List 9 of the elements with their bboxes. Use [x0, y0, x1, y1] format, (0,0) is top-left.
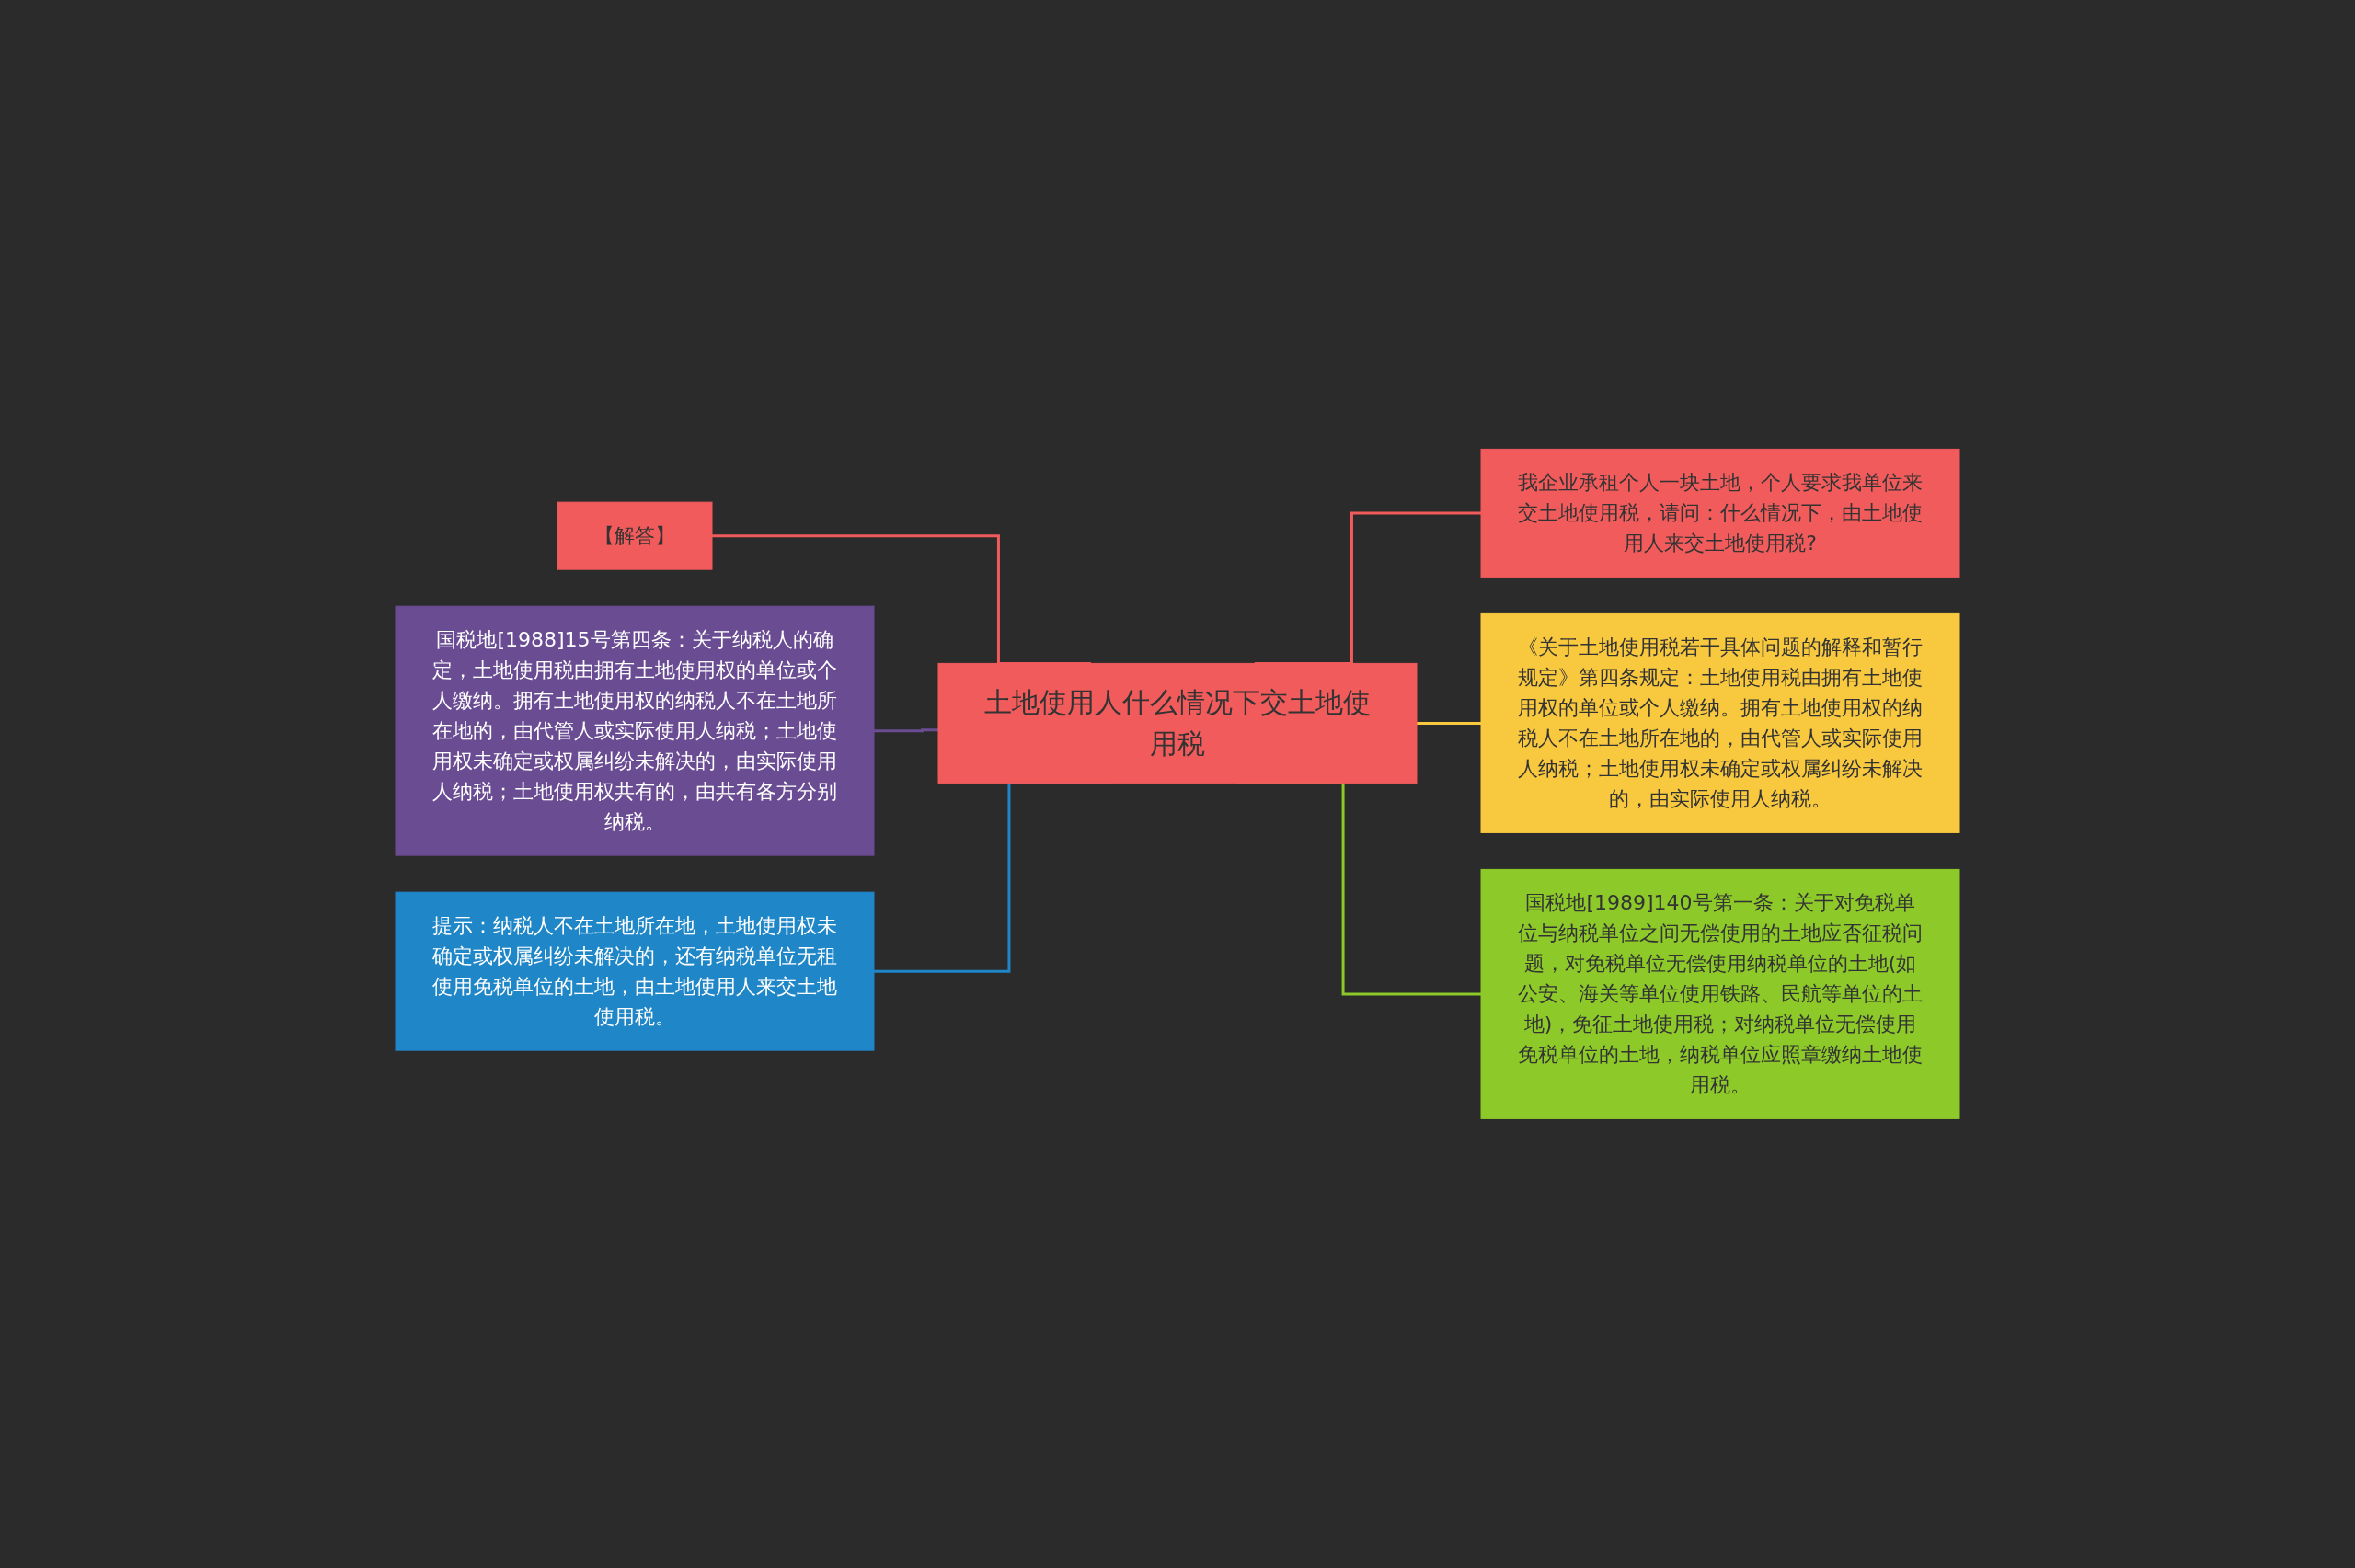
connector [1417, 722, 1481, 725]
node-box: 国税地[1989]140号第一条：关于对免税单位与纳税单位之间无偿使用的土地应否征税问题，对免税单位无偿使用纳税单位的土地(如公安、海关等单位使用铁路、民航等单位的土地)，免征土地使用税；对纳税单位无偿使用免税单位的土地，纳税单位应照章缴纳土地使用税。 [1480, 869, 1960, 1119]
node-box: 提示：纳税人不在土地所在地，土地使用权未确定或权属纠纷未解决的，还有纳税单位无租使用免税单位的土地，由土地使用人来交土地使用税。 [395, 891, 875, 1051]
node-box: 《关于土地使用税若干具体问题的解释和暂行规定》第四条规定：土地使用税由拥有土地使用权的单位或个人缴纳。拥有土地使用权的纳税人不在土地所在地的，由代管人或实际使用人纳税；土地使用权未确定或权属纠纷未解决的，由实际使用人纳税。 [1480, 613, 1960, 833]
node-box: 国税地[1988]15号第四条：关于纳税人的确定，土地使用税由拥有土地使用权的单位或个人缴纳。拥有土地使用权的纳税人不在土地所在地的，由代管人或实际使用人纳税；土地使用权未确定或权属纠纷未解决的，由实际使用人纳税；土地使用权共有的，由共有各方分别纳税。 [395, 605, 875, 856]
node-box: 土地使用人什么情况下交土地使用税 [937, 663, 1418, 784]
node-box: 【解答】 [557, 501, 713, 570]
connector [874, 728, 938, 733]
node-box: 我企业承租个人一块土地，个人要求我单位来交土地使用税，请问：什么情况下，由土地使用人来交土地使用税? [1480, 449, 1960, 578]
